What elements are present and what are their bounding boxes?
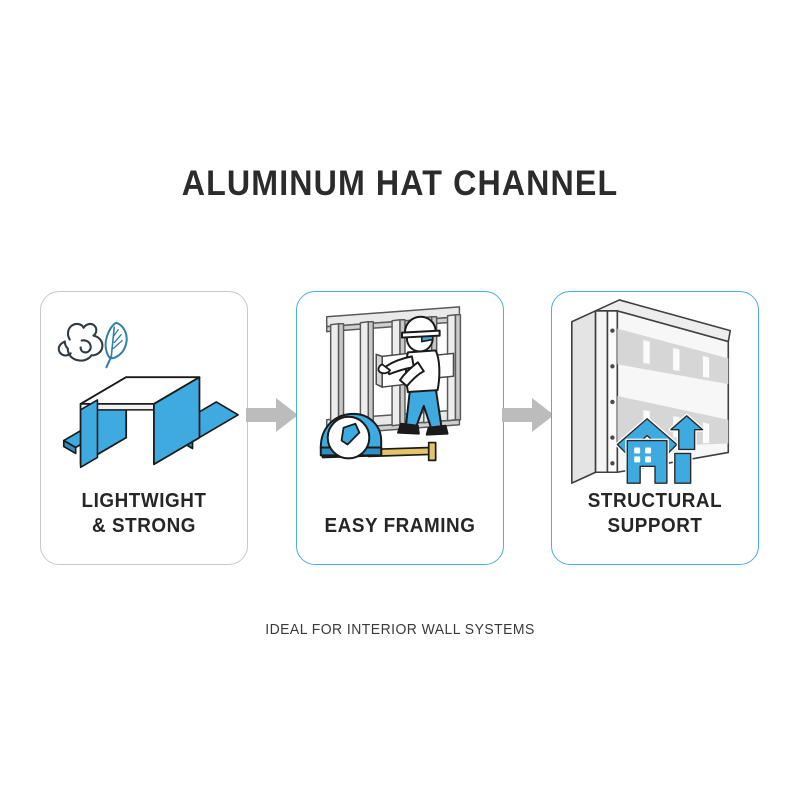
panel-fasteners	[610, 328, 615, 466]
footer-caption: IDEAL FOR INTERIOR WALL SYSTEMS	[265, 621, 535, 638]
worker-framing-wall-illustration	[297, 298, 503, 494]
feature-card-lightweight-strong[interactable]: LIGHTWIGHT & STRONG	[40, 291, 248, 565]
feature-card-structural-support[interactable]: STRUCTURAL SUPPORT	[551, 291, 759, 565]
tape-measure-icon	[319, 412, 437, 462]
construction-worker-icon	[377, 315, 449, 436]
up-arrow-icon	[668, 413, 705, 452]
flow-arrow-2	[502, 396, 554, 434]
flexed-bicep-icon	[57, 322, 104, 362]
hat-channel-body	[79, 376, 201, 469]
page-title: ALUMINUM HAT CHANNEL	[181, 164, 619, 203]
feature-card-label: STRUCTURAL SUPPORT	[587, 489, 723, 537]
hat-channel-profile-illustration	[41, 298, 247, 494]
feature-card-label: LIGHTWIGHT & STRONG	[81, 489, 207, 537]
house-icon	[615, 416, 693, 486]
feature-card-label: EASY FRAMING	[324, 514, 476, 537]
feather-icon	[104, 321, 128, 369]
feature-card-easy-framing[interactable]: EASY FRAMING	[296, 291, 504, 565]
wall-panel-illustration	[552, 298, 758, 494]
flow-arrow-1	[246, 396, 298, 434]
